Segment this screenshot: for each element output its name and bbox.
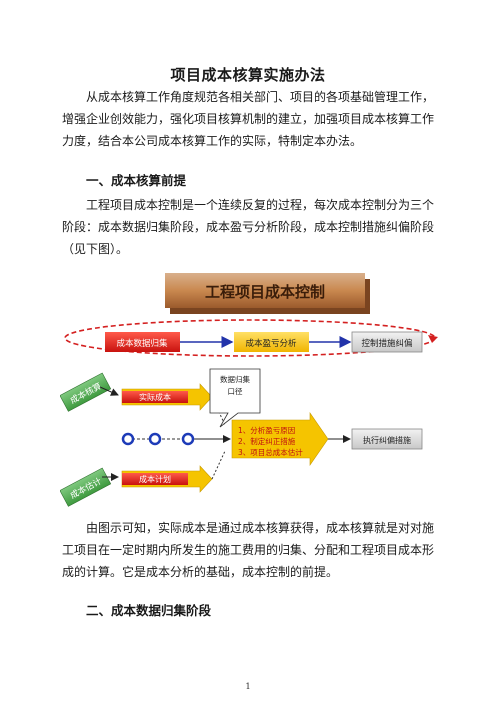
stage1-box [105,332,180,352]
timeline-circle-2 [148,432,162,446]
execute-box [351,428,423,450]
actual-cost-label: 实际成本 [139,392,171,402]
callout-line1: 数据归集 [220,374,250,384]
stage2-box [234,332,309,352]
analysis-step-2: 2、制定纠正措施 [238,436,296,446]
callout-bubble: 数据归集 口径 [209,368,261,428]
stage2-label: 成本盈亏分析 [245,338,297,349]
planned-cost-label: 成本计划 [139,474,171,484]
dash-planned [211,450,226,480]
timeline-circle-3 [181,432,195,446]
callout-line2: 口径 [228,386,243,396]
timeline-circle-1 [121,432,135,446]
banner: 工程项目成本控制 [165,273,370,314]
document-title: 项目成本核算实施办法 [170,66,326,84]
arrow-left-top [99,386,119,396]
loop-arrowhead [428,335,438,343]
actual-cost-box [122,391,188,403]
banner-text: 工程项目成本控制 [205,283,325,301]
analysis-arrow [231,412,329,466]
execute-label: 执行纠偏措施 [363,435,411,445]
cost-control-diagram: 工程项目成本控制 成本数据归集 成本盈亏分析 控制措施纠偏 成本核算 成本估计 … [60,273,438,507]
intro-paragraph: 从成本核算工作角度规范各相关部门、项目的各项基础管理工作，增强企业创效能力，强化… [62,90,435,148]
left-bottom-tag: 成本估计 [60,467,112,507]
stage1-label: 成本数据归集 [116,338,168,349]
stage3-label: 控制措施纠偏 [361,338,412,349]
stage3-box [351,331,423,353]
section2-heading: 二、成本数据归集阶段 [86,603,212,618]
analysis-step-1: 1、分析盈亏原因 [238,425,295,435]
section1-heading: 一、成本核算前提 [86,173,187,188]
section1-paragraph: 工程项目成本控制是一个连续反复的过程，每次成本控制分为三个阶段：成本数据归集阶段… [62,198,435,256]
analysis-step-3: 3、项目总成本估计 [238,447,303,457]
planned-cost-box [122,473,188,485]
left-top-tag: 成本核算 [60,372,112,412]
page-number: 1 [245,682,251,691]
after-figure-paragraph: 由图示可知，实际成本是通过成本核算获得，成本核算就是对对施工项目在一定时期内所发… [62,521,435,579]
